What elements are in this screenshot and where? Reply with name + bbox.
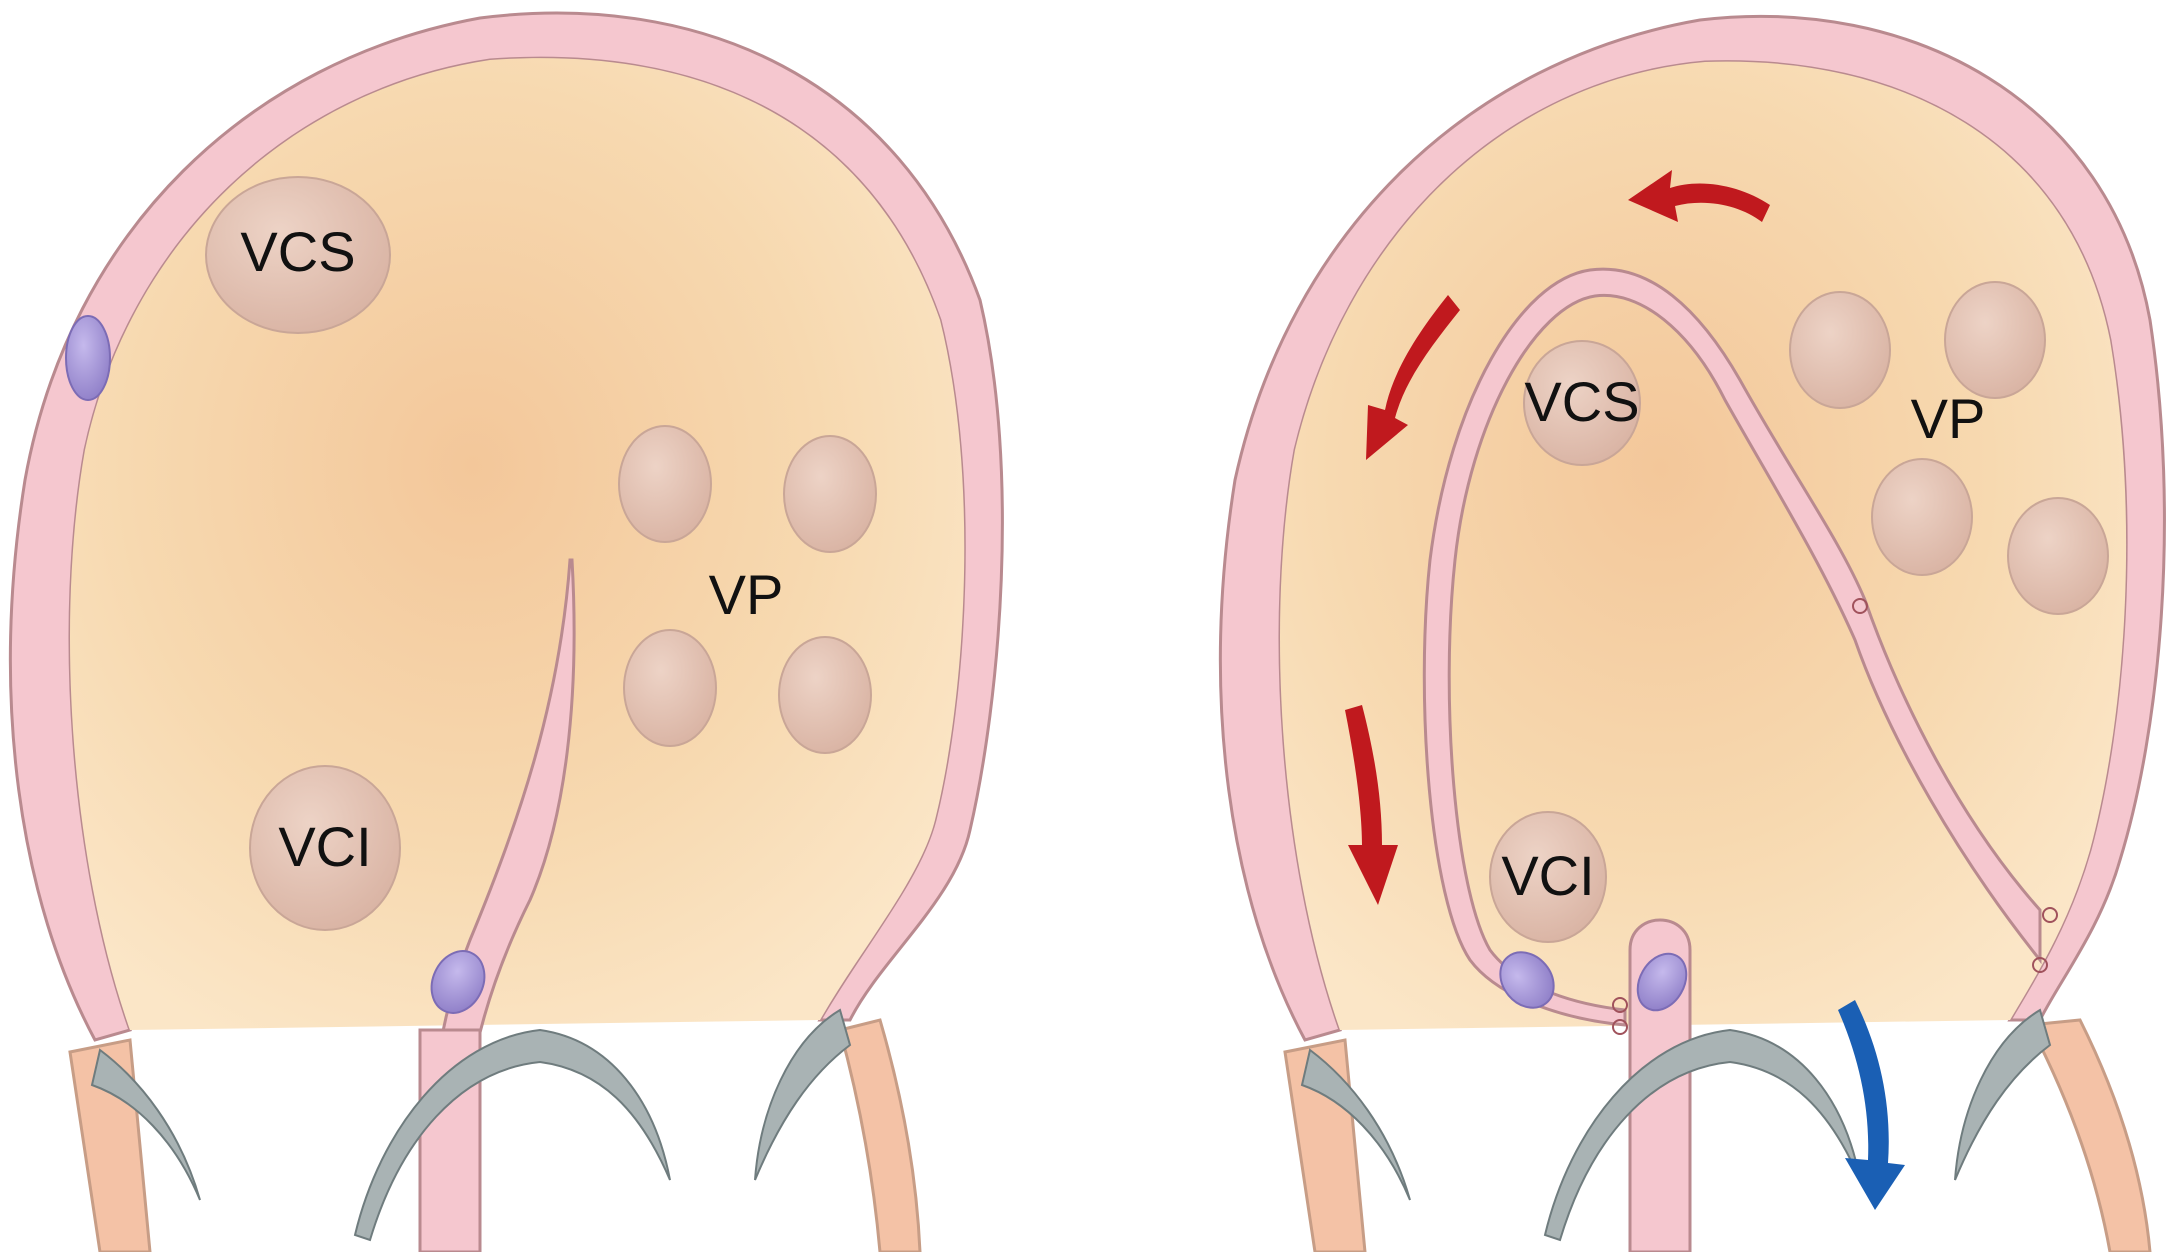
right-vp-label: VP xyxy=(1911,387,1986,450)
right-panel: VCS VCI VP xyxy=(1220,16,2164,1252)
left-vp-opening-1 xyxy=(619,426,711,542)
blue-arrow-down xyxy=(1838,1000,1905,1210)
left-sinoatrial-node xyxy=(66,316,110,400)
left-vp-label: VP xyxy=(709,563,784,626)
left-valve-center xyxy=(355,1030,670,1240)
right-vci-label: VCI xyxy=(1501,844,1594,907)
left-vcs-label: VCS xyxy=(240,220,355,283)
left-vp-opening-4 xyxy=(779,637,871,753)
left-panel: VCS VCI VP xyxy=(10,13,1002,1252)
right-vp-opening-1 xyxy=(1790,292,1890,408)
right-vp-opening-3 xyxy=(1872,459,1972,575)
right-vp-opening-2 xyxy=(1945,282,2045,398)
left-vci-label: VCI xyxy=(278,815,371,878)
right-ventricle-stump-right xyxy=(2030,1020,2150,1252)
left-vp-opening-3 xyxy=(624,630,716,746)
left-vp-opening-2 xyxy=(784,436,876,552)
right-valve-right xyxy=(1955,1010,2050,1180)
right-vp-opening-4 xyxy=(2008,498,2108,614)
right-valve-center xyxy=(1545,1030,1860,1240)
right-vcs-label: VCS xyxy=(1524,370,1639,433)
left-valve-right xyxy=(755,1010,850,1180)
left-ventricle-stump-right xyxy=(840,1020,920,1252)
